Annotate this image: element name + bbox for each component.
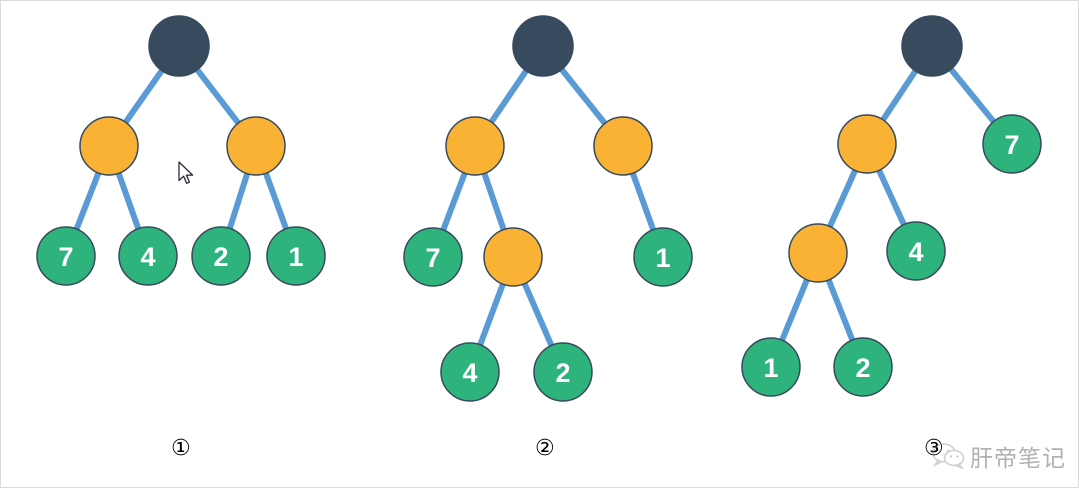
tree-node-internal[interactable]: [837, 114, 897, 174]
node-circle[interactable]: [788, 223, 848, 283]
tree-edge: [114, 167, 143, 235]
tree-node-leaf[interactable]: 4: [118, 226, 178, 286]
tree-edge: [878, 65, 921, 126]
node-circle[interactable]: [440, 342, 500, 402]
tree-edge: [946, 63, 999, 127]
tree-node-internal[interactable]: [79, 116, 139, 176]
node-circle[interactable]: [837, 114, 897, 174]
tree-edge: [476, 278, 507, 351]
node-circle[interactable]: [741, 337, 801, 397]
tree-node-root[interactable]: [512, 15, 574, 77]
node-circle[interactable]: [982, 114, 1042, 174]
tree-edge: [824, 274, 857, 346]
tree-node-leaf[interactable]: 1: [266, 226, 326, 286]
tree-node-root[interactable]: [901, 15, 963, 77]
tree-node-internal[interactable]: [483, 227, 543, 287]
node-circle[interactable]: [593, 116, 653, 176]
tree-node-internal[interactable]: [445, 116, 505, 176]
tree-node-leaf[interactable]: 7: [36, 226, 96, 286]
node-circle[interactable]: [403, 227, 463, 287]
tree-caption-tree-3: ③: [924, 436, 944, 461]
tree-edge: [628, 167, 658, 236]
node-circle[interactable]: [445, 116, 505, 176]
node-circle[interactable]: [191, 226, 251, 286]
node-circle[interactable]: [36, 226, 96, 286]
tree-node-leaf[interactable]: 4: [886, 221, 946, 281]
tree-edge: [120, 65, 167, 128]
tree-caption-tree-1: ①: [171, 436, 191, 461]
tree-node-leaf[interactable]: 2: [833, 337, 893, 397]
edges-layer: [72, 63, 999, 352]
tree-node-leaf[interactable]: 7: [982, 114, 1042, 174]
tree-edge: [192, 64, 244, 129]
tree-node-leaf[interactable]: 1: [633, 227, 693, 287]
tree-node-leaf[interactable]: 1: [741, 337, 801, 397]
node-circle[interactable]: [226, 116, 286, 176]
node-circle[interactable]: [266, 226, 326, 286]
node-circle[interactable]: [512, 15, 574, 77]
tree-node-leaf[interactable]: 7: [403, 227, 463, 287]
node-circle[interactable]: [533, 342, 593, 402]
node-circle[interactable]: [633, 227, 693, 287]
tree-edge: [486, 65, 531, 128]
tree-node-internal[interactable]: [788, 223, 848, 283]
tree-node-leaf[interactable]: 4: [440, 342, 500, 402]
tree-edge: [439, 167, 469, 236]
tree-edge: [777, 274, 812, 346]
tree-edge: [72, 167, 103, 235]
node-circle[interactable]: [79, 116, 139, 176]
tree-edge: [225, 167, 252, 235]
node-circle[interactable]: [148, 15, 210, 77]
tree-edge: [556, 64, 610, 129]
node-circle[interactable]: [833, 337, 893, 397]
tree-edge: [874, 164, 909, 231]
tree-edge: [480, 167, 508, 236]
tree-node-internal[interactable]: [593, 116, 653, 176]
node-circle[interactable]: [483, 227, 543, 287]
tree-caption-tree-2: ②: [535, 436, 555, 461]
tree-edge: [261, 167, 291, 235]
tree-edge: [520, 277, 556, 352]
tree-node-leaf[interactable]: 2: [533, 342, 593, 402]
node-circle[interactable]: [118, 226, 178, 286]
tree-node-root[interactable]: [148, 15, 210, 77]
node-circle[interactable]: [886, 221, 946, 281]
node-circle[interactable]: [901, 15, 963, 77]
tree-edge: [825, 164, 860, 233]
tree-node-internal[interactable]: [226, 116, 286, 176]
tree-node-leaf[interactable]: 2: [191, 226, 251, 286]
